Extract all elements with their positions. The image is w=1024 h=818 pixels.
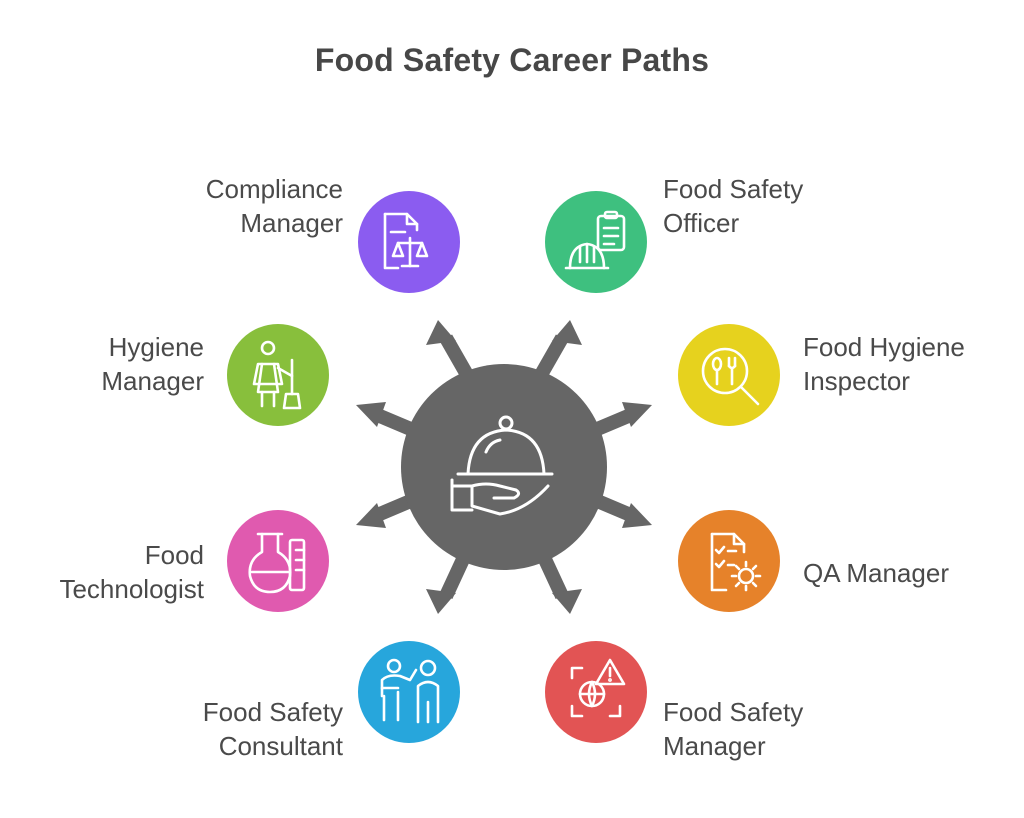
page-title: Food Safety Career Paths	[314, 42, 710, 78]
role-food-safety-consultant	[358, 641, 460, 743]
presenter-people-icon	[380, 658, 440, 724]
arrow-food-safety-manager	[536, 552, 582, 614]
hardhat-clipboard-icon	[564, 210, 626, 270]
arrow-food-hygiene-inspector	[592, 402, 652, 437]
arrow-hygiene-manager	[356, 402, 416, 437]
role-circle	[678, 510, 780, 612]
role-circle	[678, 324, 780, 426]
label-food-safety-consultant: Food Safety Consultant	[202, 697, 343, 761]
role-compliance-manager	[358, 191, 460, 293]
role-food-safety-manager	[545, 641, 647, 743]
role-circle	[227, 510, 329, 612]
arrow-compliance-manager	[426, 320, 477, 384]
globe-warning-icon	[570, 658, 626, 718]
role-food-hygiene-inspector	[678, 324, 780, 426]
arrow-food-safety-consultant	[426, 552, 472, 614]
label-food-safety-manager: Food Safety Manager	[663, 697, 804, 761]
label-food-safety-officer: Food Safety Officer	[663, 174, 804, 238]
role-food-technologist	[227, 510, 329, 612]
hub	[401, 364, 607, 570]
role-circle	[358, 641, 460, 743]
cloche-hand-icon	[450, 415, 554, 516]
label-food-technologist: Food Technologist	[59, 540, 204, 604]
label-food-hygiene-inspector: Food Hygiene Inspector	[803, 332, 965, 396]
hub-circle	[401, 364, 607, 570]
document-scale-icon	[383, 212, 429, 270]
cleaner-broom-icon	[252, 340, 302, 410]
role-circle	[545, 191, 647, 293]
arrow-food-technologist	[356, 493, 416, 528]
label-hygiene-manager: Hygiene Manager	[101, 332, 204, 396]
magnifier-utensils-icon	[701, 347, 760, 406]
flask-cylinder-icon	[248, 532, 306, 594]
role-circle	[227, 324, 329, 426]
label-compliance-manager: Compliance Manager	[205, 174, 343, 238]
arrow-qa-manager	[592, 493, 652, 528]
role-food-safety-officer	[545, 191, 647, 293]
checklist-gear-icon	[710, 532, 762, 592]
role-qa-manager	[678, 510, 780, 612]
label-qa-manager: QA Manager	[803, 558, 949, 588]
arrow-food-safety-officer	[531, 320, 582, 384]
role-hygiene-manager	[227, 324, 329, 426]
